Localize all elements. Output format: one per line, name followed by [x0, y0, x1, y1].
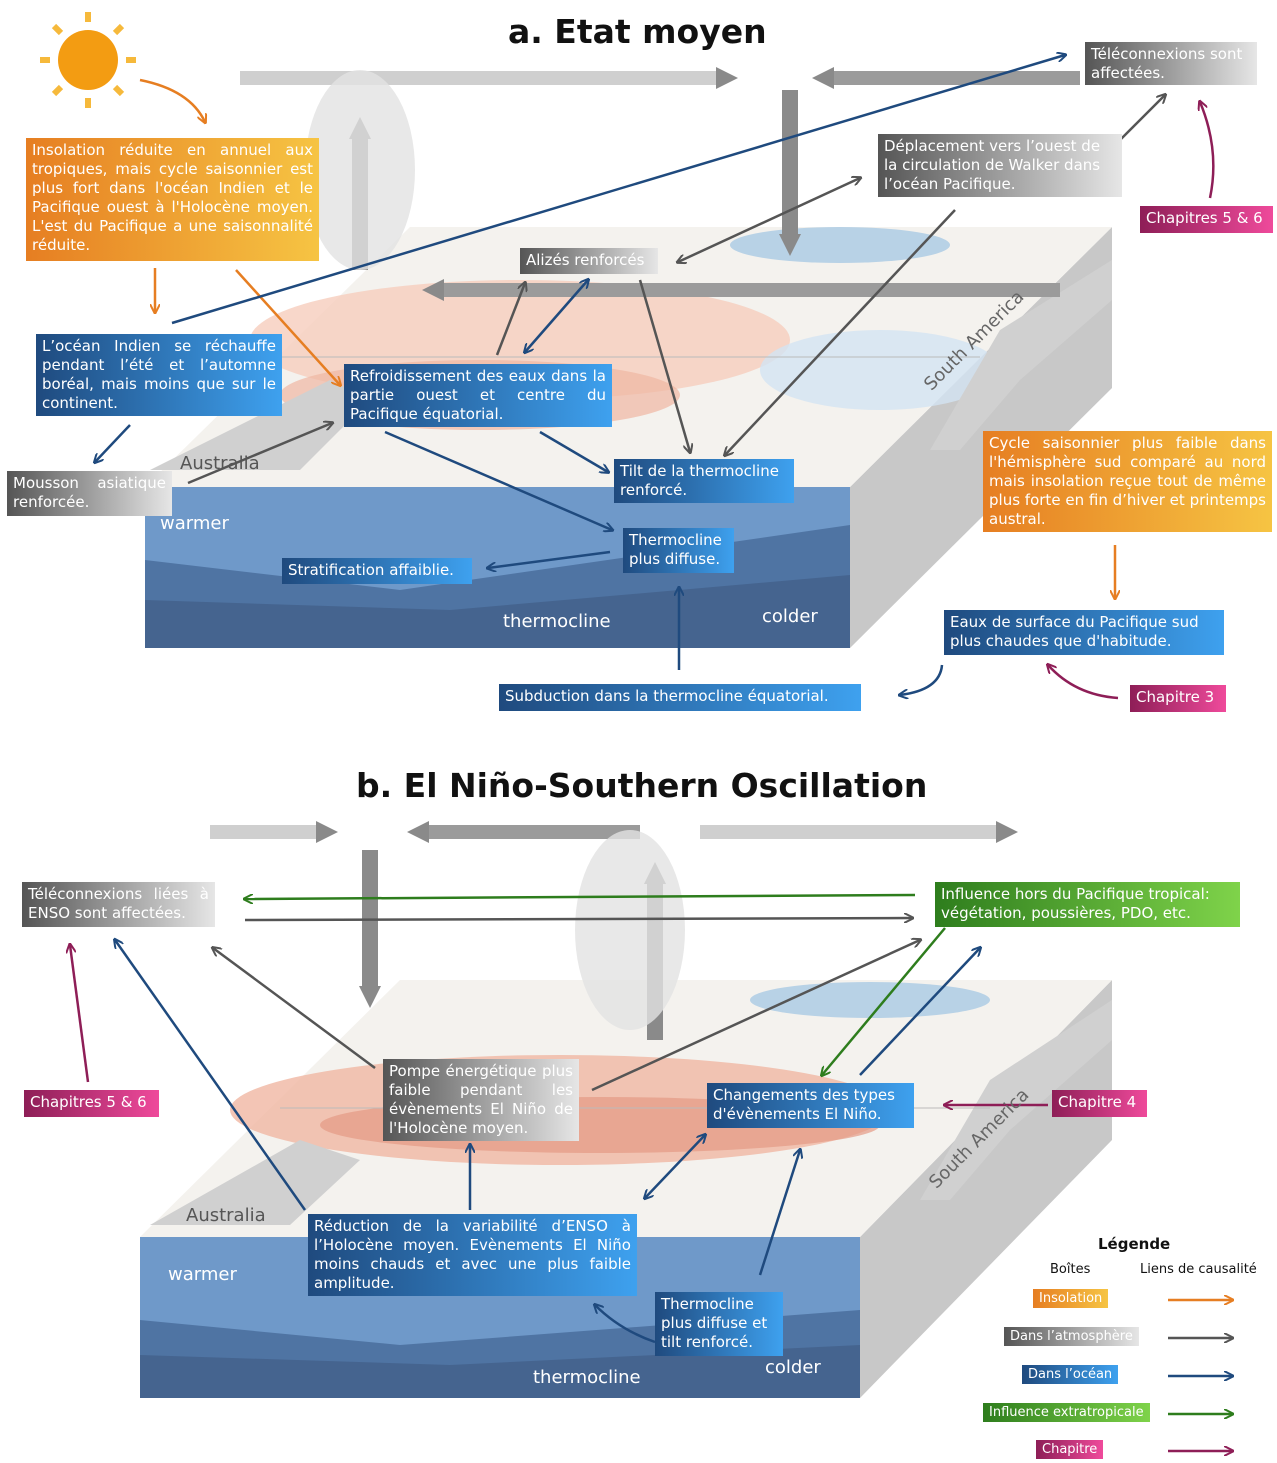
- convection-cloud-b: [575, 830, 685, 1030]
- box-teleconnexions-enso: Téléconnexions liées à ENSO sont affecté…: [22, 882, 215, 927]
- box-subduction: Subduction dans la thermocline équatoria…: [499, 684, 861, 711]
- box-chapitres-5-6-b: Chapitres 5 & 6: [24, 1090, 159, 1117]
- deep-layer-b: [140, 1345, 860, 1398]
- box-cycle-saisonnier: Cycle saisonnier plus faible dans l'hémi…: [983, 431, 1272, 532]
- land-south-america-b: [920, 1000, 1112, 1200]
- box-influence-extratropicale: Influence hors du Pacifique tropical: vé…: [935, 882, 1240, 927]
- box-refroidissement: Refroidissement des eaux dans la partie …: [344, 364, 612, 427]
- box-reduction-enso: Réduction de la variabilité d’ENSO à l’H…: [308, 1214, 637, 1296]
- legend-box-atmosphere: Dans l’atmosphère: [1004, 1327, 1139, 1346]
- box-insolation: Insolation réduite en annuel aux tropiqu…: [26, 138, 319, 261]
- box-stratification: Stratification affaiblie.: [282, 558, 472, 584]
- deep-layer-a: [145, 575, 850, 648]
- legend-arrows: [1168, 1300, 1232, 1451]
- label-warmer-b: warmer: [168, 1264, 237, 1285]
- panel-a-title: a. Etat moyen: [508, 12, 767, 51]
- box-teleconnexions-a: Téléconnexions sont affectées.: [1085, 42, 1257, 85]
- box-ocean-indien: L’océan Indien se réchauffe pendant l’ét…: [36, 334, 282, 416]
- panel-b-title: b. El Niño-Southern Oscillation: [356, 766, 928, 805]
- label-colder-b: colder: [765, 1357, 821, 1378]
- cool-anomaly-a: [730, 227, 950, 263]
- label-warmer-a: warmer: [160, 513, 229, 534]
- arrows-panel-b: [70, 893, 1048, 1344]
- label-thermocline-a: thermocline: [503, 611, 611, 632]
- box-chapitre-4: Chapitre 4: [1052, 1090, 1147, 1117]
- box-chapitres-5-6-a: Chapitres 5 & 6: [1140, 206, 1273, 233]
- label-thermocline-b: thermocline: [533, 1367, 641, 1388]
- legend-col-boxes: Boîtes: [1050, 1262, 1091, 1277]
- box-tilt-thermocline: Tilt de la thermocline renforcé.: [614, 459, 794, 503]
- label-australia-a: Australia: [180, 453, 260, 474]
- cool-anomaly-a2: [760, 330, 1000, 410]
- legend-box-insolation: Insolation: [1033, 1289, 1109, 1308]
- box-mousson: Mousson asiatique renforcée.: [7, 471, 172, 516]
- box-eaux-surface: Eaux de surface du Pacifique sud plus ch…: [944, 610, 1224, 655]
- legend-col-links: Liens de causalité: [1140, 1262, 1257, 1277]
- convection-cloud-a: [305, 70, 415, 270]
- panel-b-ocean-block: [140, 980, 1112, 1398]
- box-walker-shift: Déplacement vers l’ouest de la circulati…: [878, 134, 1122, 197]
- land-australia-a: [150, 380, 370, 470]
- box-thermocline-diffuse: Thermocline plus diffuse.: [623, 528, 734, 573]
- box-changements-types: Changements des types d'évènements El Ni…: [707, 1083, 914, 1128]
- legend-box-chapitre: Chapitre: [1036, 1440, 1104, 1459]
- label-colder-a: colder: [762, 606, 818, 627]
- label-australia-b: Australia: [186, 1205, 266, 1226]
- arrows-panel-a: [95, 55, 1215, 698]
- legend-box-extratropical: Influence extratropicale: [983, 1403, 1150, 1422]
- land-australia-b: [150, 1140, 360, 1225]
- legend-box-ocean: Dans l’océan: [1022, 1365, 1119, 1384]
- land-south-america-a: [930, 260, 1112, 450]
- box-pompe-energetique: Pompe énergétique plus faible pendant le…: [383, 1059, 579, 1141]
- box-chapitre-3: Chapitre 3: [1130, 685, 1226, 712]
- legend-title: Légende: [1098, 1235, 1171, 1253]
- panel-b-walker-circulation: [210, 821, 1018, 1040]
- box-alizes: Alizés renforcés: [520, 248, 658, 274]
- panel-a-walker-circulation: [240, 67, 1080, 301]
- box-thermocline-b: Thermocline plus diffuse et tilt renforc…: [655, 1292, 783, 1356]
- sun-icon: [40, 12, 136, 108]
